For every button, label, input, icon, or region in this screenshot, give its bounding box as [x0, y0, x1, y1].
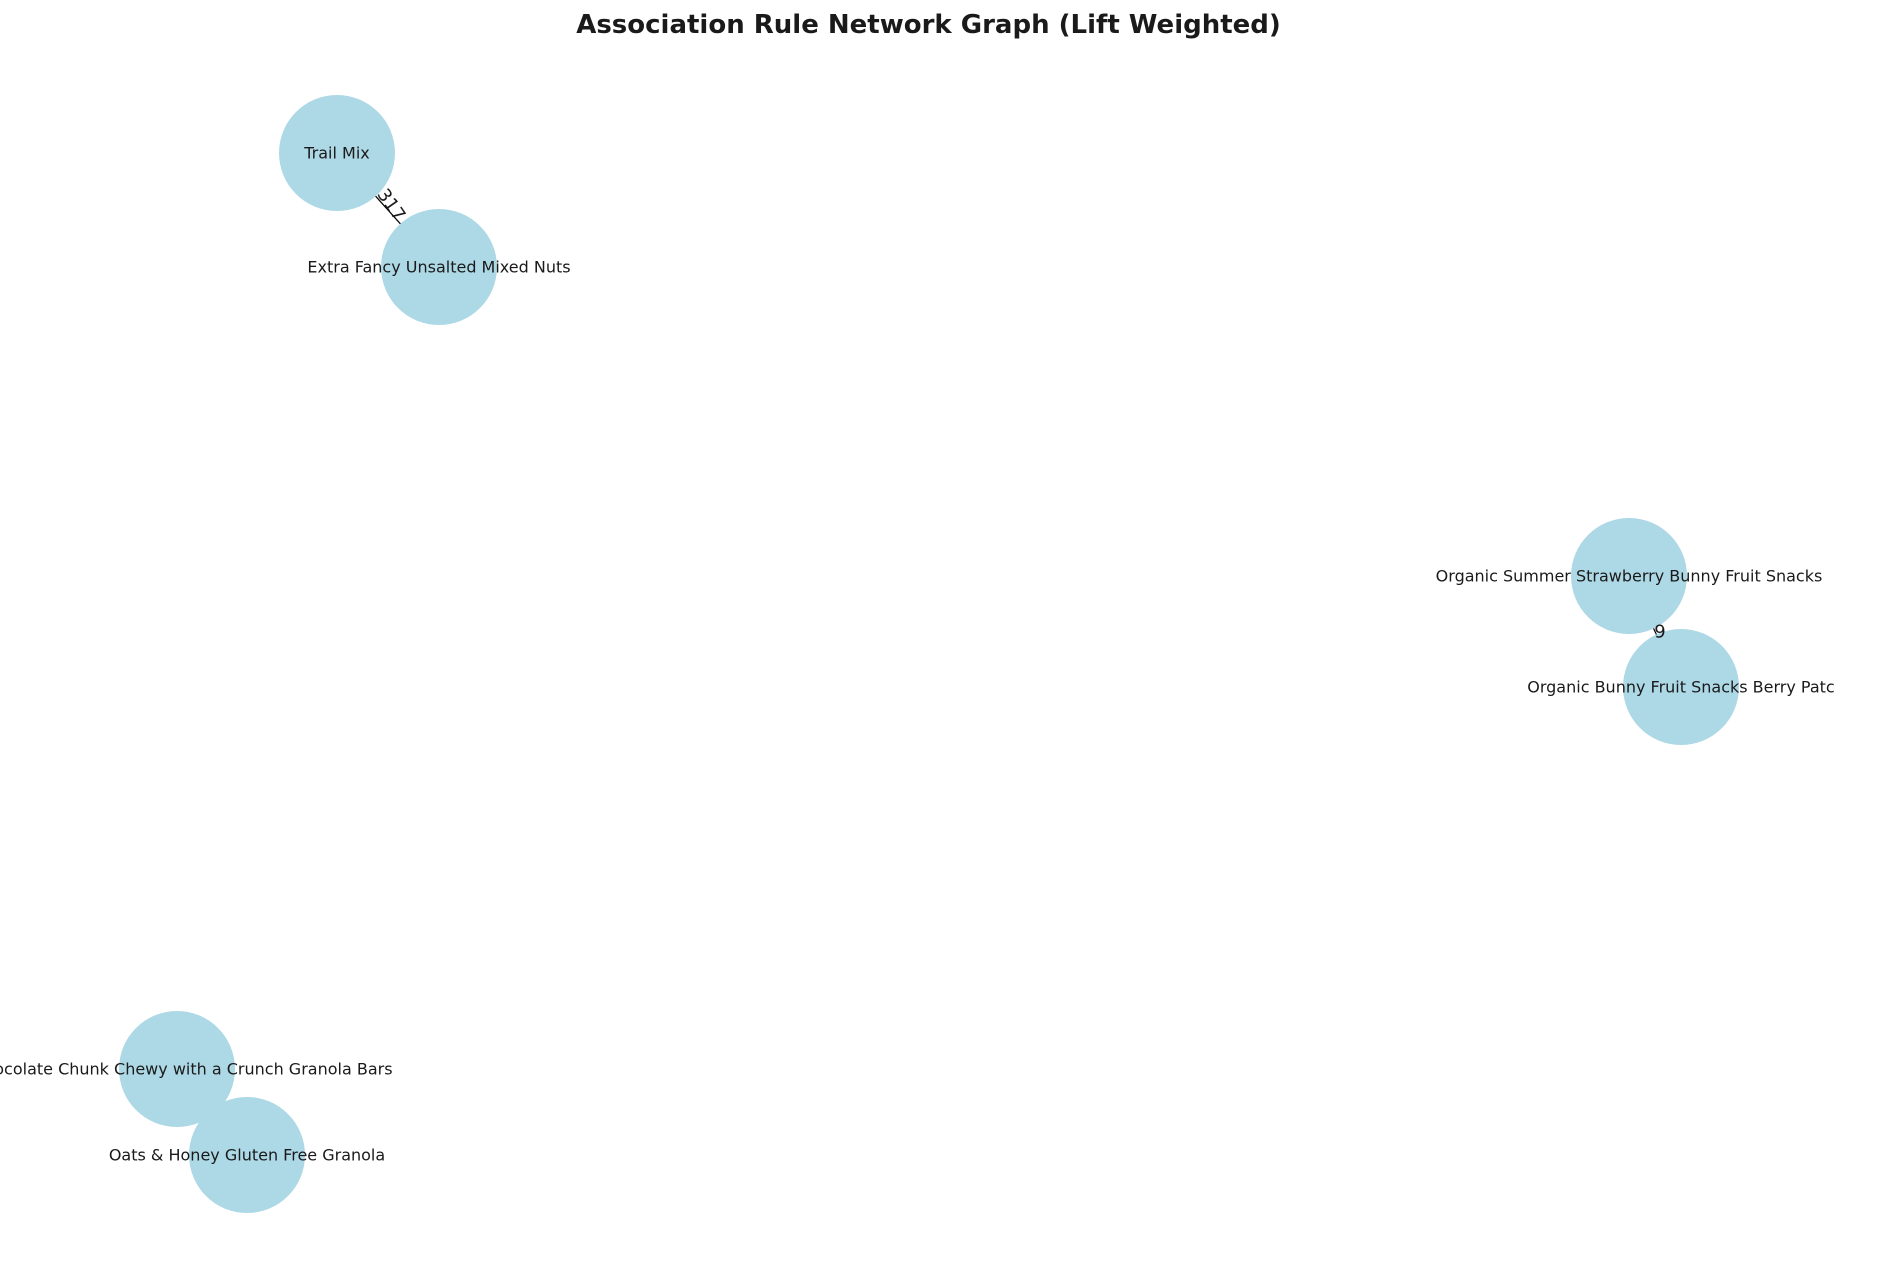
node-strawberry — [1571, 518, 1687, 634]
node-label-berry: Organic Bunny Fruit Snacks Berry Patc — [1527, 678, 1834, 697]
node-label-nuts: Extra Fancy Unsalted Mixed Nuts — [307, 258, 570, 277]
node-label-strawberry: Organic Summer Strawberry Bunny Fruit Sn… — [1436, 567, 1823, 586]
node-label-trail: Trail Mix — [303, 144, 370, 163]
edge-label: 9 — [1654, 622, 1665, 643]
node-label-chunk: ‹ Chocolate Chunk Chewy with a Crunch Gr… — [0, 1060, 393, 1079]
node-label-granola: Oats & Honey Gluten Free Granola — [109, 1146, 385, 1165]
node-granola — [189, 1097, 305, 1213]
node-berry — [1623, 629, 1739, 745]
node-chunk — [119, 1011, 235, 1127]
graph-title: Association Rule Network Graph (Lift Wei… — [576, 10, 1281, 40]
nodes-layer — [119, 95, 1739, 1213]
node-trail — [279, 95, 395, 211]
node-nuts — [381, 209, 497, 325]
